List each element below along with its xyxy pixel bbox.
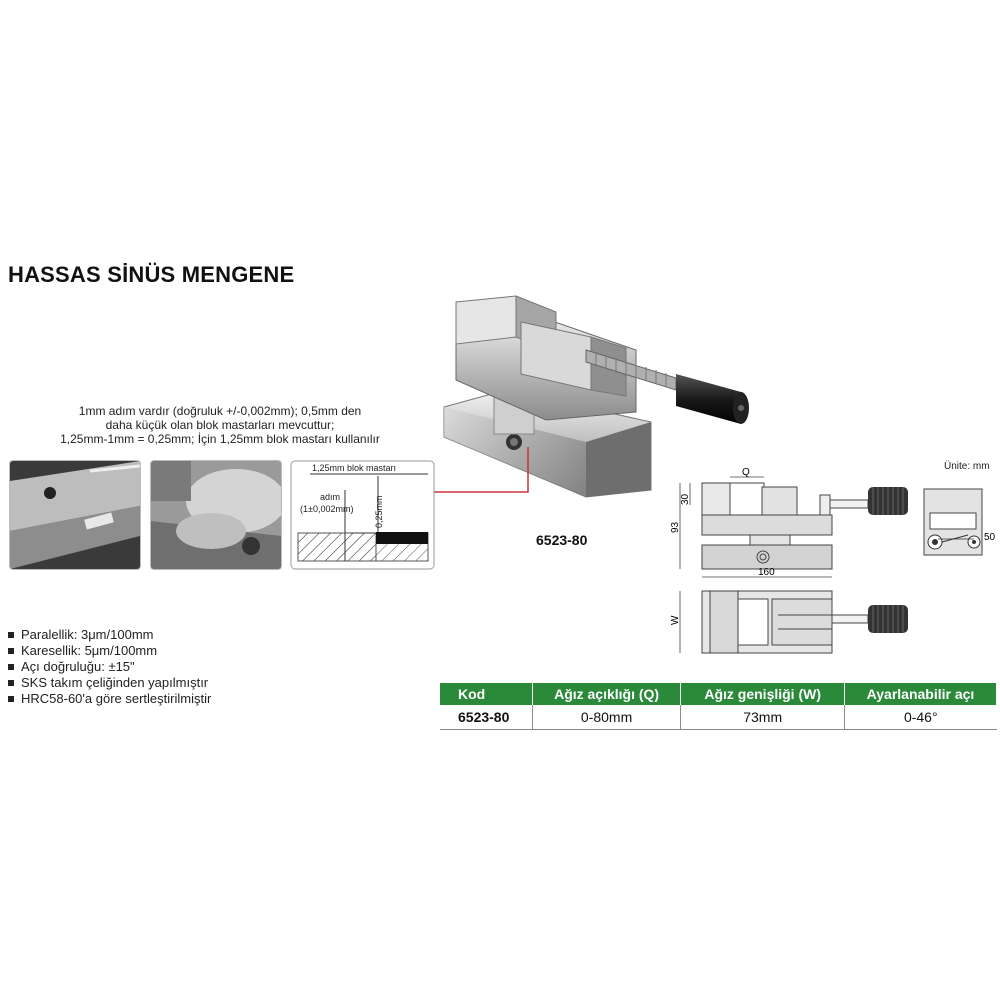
feature-item: Açı doğruluğu: ±15" bbox=[8, 659, 211, 675]
header-angle: Ayarlanabilir açı bbox=[844, 683, 997, 705]
description: 1mm adım vardır (doğruluk +/-0,002mm); 0… bbox=[20, 404, 420, 446]
cell-jaw-width: 73mm bbox=[680, 705, 846, 730]
gauge-label: 1,25mm blok mastarı bbox=[312, 463, 396, 473]
dim-50: 50 bbox=[984, 532, 996, 543]
description-line: 1,25mm-1mm = 0,25mm; İçin 1,25mm blok ma… bbox=[60, 432, 380, 446]
feature-item: Karesellik: 5μm/100mm bbox=[8, 643, 211, 659]
feature-item: Paralellik: 3μm/100mm bbox=[8, 627, 211, 643]
detail-photo-2 bbox=[150, 460, 282, 570]
dim-q: Q bbox=[742, 467, 750, 478]
bullet-icon bbox=[8, 648, 14, 654]
header-jaw-width: Ağız genişliği (W) bbox=[680, 683, 846, 705]
bullet-icon bbox=[8, 696, 14, 702]
description-line: daha küçük olan blok mastarları mevcuttu… bbox=[105, 418, 335, 432]
product-photo bbox=[443, 295, 749, 498]
technical-drawing-side: 50 bbox=[923, 488, 996, 556]
cell-jaw-opening: 0-80mm bbox=[532, 705, 682, 730]
cell-angle: 0-46° bbox=[844, 705, 997, 730]
table-row: 6523-80 0-80mm 73mm 0-46° bbox=[440, 705, 997, 730]
pointer-line bbox=[430, 447, 529, 493]
dim-160: 160 bbox=[758, 567, 775, 578]
feature-text: Karesellik: 5μm/100mm bbox=[21, 643, 158, 658]
feature-list: Paralellik: 3μm/100mm Karesellik: 5μm/10… bbox=[8, 627, 211, 707]
dim-30: 30 bbox=[680, 493, 691, 505]
model-label: 6523-80 bbox=[536, 532, 588, 548]
unit-label: Ünite: mm bbox=[944, 461, 990, 472]
feature-item: SKS takım çeliğinden yapılmıştır bbox=[8, 675, 211, 691]
table-header-row: Kod Ağız açıklığı (Q) Ağız genişliği (W)… bbox=[440, 683, 997, 705]
offset-label: 0,25mm bbox=[374, 495, 384, 528]
technical-drawing-top: W bbox=[670, 590, 908, 654]
bullet-icon bbox=[8, 632, 14, 638]
bullet-icon bbox=[8, 664, 14, 670]
feature-text: Paralellik: 3μm/100mm bbox=[21, 627, 154, 642]
gauge-block-diagram: 1,25mm blok mastarı adım (1±0,002mm) 0,2… bbox=[290, 460, 435, 570]
header-code: Kod bbox=[440, 683, 533, 705]
spec-table: Kod Ağız açıklığı (Q) Ağız genişliği (W)… bbox=[440, 683, 997, 730]
bullet-icon bbox=[8, 680, 14, 686]
detail-photo-1 bbox=[9, 460, 141, 570]
dim-93: 93 bbox=[670, 521, 681, 533]
dim-w: W bbox=[670, 615, 681, 625]
description-line: 1mm adım vardır (doğruluk +/-0,002mm); 0… bbox=[78, 404, 362, 418]
feature-item: HRC58-60'a göre sertleştirilmiştir bbox=[8, 691, 211, 707]
page-title: HASSAS SİNÜS MENGENE bbox=[8, 262, 295, 287]
step-tolerance-label: (1±0,002mm) bbox=[300, 504, 353, 514]
header-jaw-opening: Ağız açıklığı (Q) bbox=[532, 683, 682, 705]
feature-text: SKS takım çeliğinden yapılmıştır bbox=[21, 675, 209, 690]
technical-drawing-front: Q 30 93 160 bbox=[670, 467, 908, 578]
feature-text: Açı doğruluğu: ±15" bbox=[21, 659, 135, 674]
feature-text: HRC58-60'a göre sertleştirilmiştir bbox=[21, 691, 212, 706]
step-label: adım bbox=[320, 492, 340, 502]
cell-code: 6523-80 bbox=[440, 705, 533, 730]
